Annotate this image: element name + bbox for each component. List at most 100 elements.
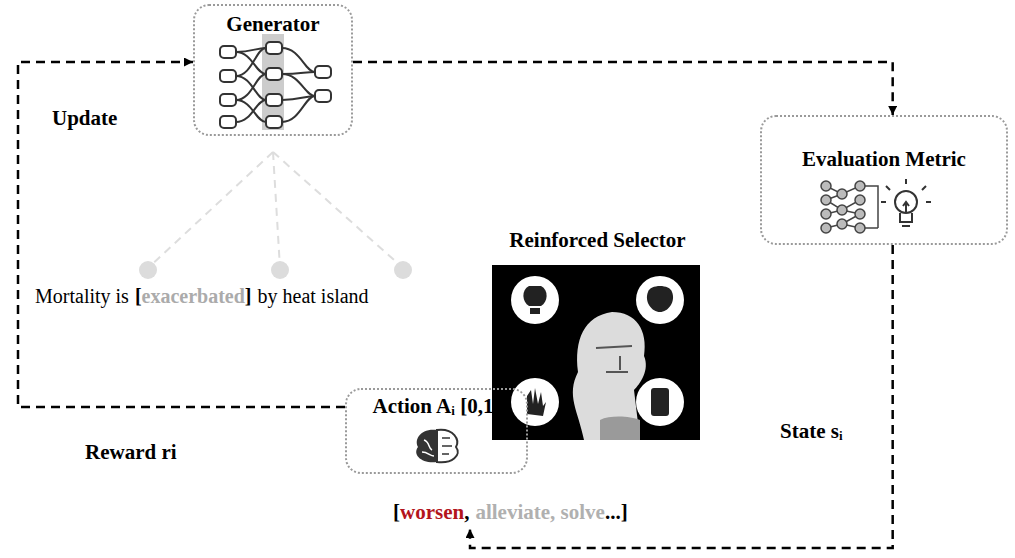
selector-robot-image-part: [647, 286, 673, 312]
metric-network-icon-part: [821, 181, 831, 191]
token-dots: [139, 152, 412, 279]
metric-network-icon-part: [855, 195, 865, 205]
text-label: Update: [52, 106, 117, 130]
generator-network-icon-part: [266, 42, 282, 54]
text-label: alleviate, solve: [475, 500, 604, 524]
generator-network-icon-part: [220, 46, 236, 58]
selector-robot-image-part: [596, 346, 632, 372]
text-label: ...]: [605, 500, 628, 524]
metric-network-icon-part: [837, 205, 847, 215]
dashed-connector: [353, 62, 893, 115]
generator-network-icon-part: [315, 90, 331, 102]
text-label: [: [135, 285, 142, 307]
text-label: by heat island: [258, 285, 369, 307]
selector-robot-image-part: [511, 378, 559, 426]
generator-network-icon-part: [282, 48, 315, 72]
metric-network-icon-part: [855, 181, 865, 191]
update-label-line: Update: [52, 106, 117, 131]
generator-network-icon-part: [220, 42, 331, 128]
token-dots-part: [273, 152, 280, 268]
selector-robot-image-part: [600, 417, 640, 440]
candidate-words: [worsen,alleviate, solve...]: [393, 500, 628, 525]
selector-robot-image-part: [636, 276, 684, 324]
generator-network-icon-part: [282, 74, 315, 96]
edge-label: Reward ri: [83, 440, 179, 465]
generator-network-icon-part: [220, 94, 236, 106]
lightbulb-icon-part: [895, 191, 917, 213]
metric-network-icon-part: [821, 195, 831, 205]
text-label: worsen: [400, 500, 464, 524]
selector-robot-image-part: [527, 388, 546, 416]
text-label: [: [393, 500, 400, 524]
dashed-connector: [18, 62, 345, 407]
metric-network-icon-part: [821, 181, 865, 233]
lightbulb-icon-part: [881, 179, 931, 202]
selector-robot-image-part: [511, 276, 684, 426]
metric-network-icon-part: [826, 186, 878, 228]
generator-network-icon-part: [266, 116, 282, 128]
selector-robot-image-part: [492, 265, 700, 440]
text-label: ,: [464, 500, 469, 524]
brain-icon-part: [416, 430, 437, 463]
selector-robot-image-part: [573, 312, 646, 440]
metric-network-icon-part: [826, 186, 878, 228]
selector-robot-image-part: [523, 286, 546, 306]
generator-box: Generator: [193, 4, 353, 136]
lightbulb-icon-part: [903, 202, 909, 212]
example-sentence: Mortality is [exacerbated] by heat island: [35, 285, 369, 308]
generator-network-icon-part: [282, 96, 315, 122]
action-box: Action Aᵢ [0,1]: [345, 388, 528, 474]
token-dots-part: [148, 152, 273, 268]
selector-robot-image-part: [651, 388, 669, 416]
metric-network-icon-part: [837, 189, 847, 199]
token-dots-part: [394, 261, 412, 279]
dashed-connector: [470, 245, 893, 548]
box-title: Evaluation Metric: [762, 147, 1006, 172]
generator-network-icon: [220, 34, 331, 130]
selector-robot-image: [492, 265, 700, 440]
brain-icon-part: [422, 440, 434, 456]
generator-network-icon-part: [220, 116, 236, 128]
lightbulb-icon-part: [900, 213, 912, 226]
generator-network-icon-part: [236, 74, 266, 100]
metric-box: Evaluation Metric: [760, 115, 1008, 245]
token-dots-part: [139, 261, 157, 279]
selector-robot-image-part: [523, 286, 673, 416]
brain-icon-part: [437, 430, 458, 463]
metric-network-icon-part: [855, 223, 865, 233]
edge-label: State sᵢ: [778, 419, 845, 444]
generator-network-icon-part: [236, 100, 266, 122]
generator-network-icon-part: [236, 76, 266, 100]
generator-network-icon-part: [266, 68, 282, 80]
generator-network-icon-part: [220, 70, 236, 82]
generator-network-icon-part: [236, 48, 315, 122]
generator-network-icon-part: [315, 66, 331, 78]
metric-network-icon-part: [855, 209, 865, 219]
generator-network-icon-part: [266, 94, 282, 106]
selector-robot-image-part: [636, 378, 684, 426]
lightbulb-icon: [881, 179, 931, 226]
metric-network-icon: [821, 181, 878, 233]
metric-network-icon-part: [837, 219, 847, 229]
generator-network-icon-part: [236, 52, 266, 74]
text-label: Mortality is: [35, 285, 129, 307]
generator-network-icon-part: [262, 34, 284, 130]
box-title: Action Aᵢ [0,1]: [347, 394, 526, 419]
selector-robot-image-part: [530, 308, 540, 314]
brain-icon: [416, 430, 458, 463]
box-title: Generator: [195, 12, 351, 37]
selector-panel: Reinforced Selector: [470, 228, 725, 442]
box-title: Reinforced Selector: [470, 228, 725, 253]
token-dots-part: [273, 152, 403, 268]
metric-network-icon-part: [821, 209, 831, 219]
text-label: exacerbated: [142, 285, 245, 307]
text-label: ]: [245, 285, 252, 307]
generator-network-icon-part: [236, 48, 266, 76]
brain-icon-part: [442, 438, 452, 454]
generator-network-icon-part: [236, 100, 266, 122]
metric-network-icon-part: [821, 223, 831, 233]
token-dots-part: [271, 261, 289, 279]
selector-robot-image-part: [511, 276, 559, 324]
